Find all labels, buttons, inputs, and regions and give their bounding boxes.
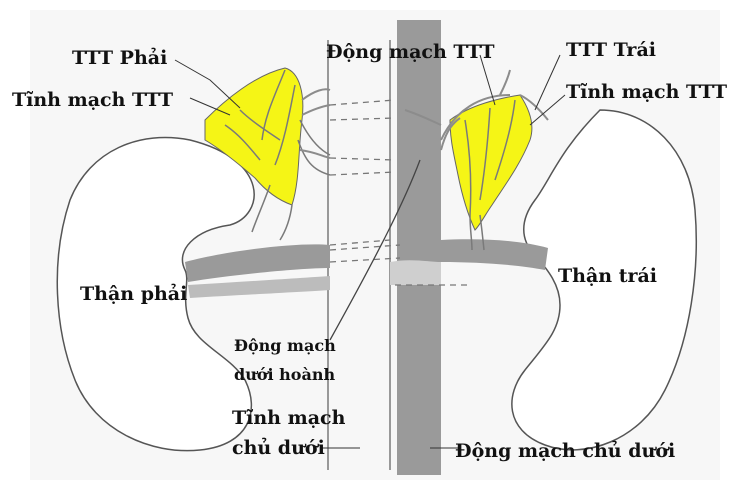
label-tinh-mach-chu-duoi-1: Tĩnh mạch bbox=[232, 407, 346, 429]
label-dong-mach-duoi-hoanh-2: dưới hoành bbox=[234, 365, 335, 384]
label-than-trai: Thận trái bbox=[558, 265, 657, 287]
label-ttt-phai: TTT Phải bbox=[72, 47, 167, 69]
label-than-phai: Thận phải bbox=[80, 283, 187, 305]
renal-vein-crossing bbox=[390, 260, 441, 285]
label-dong-mach-ttt: Động mạch TTT bbox=[326, 41, 494, 63]
label-ttt-trai: TTT Trái bbox=[566, 39, 656, 61]
label-tinh-mach-ttt-right: Tĩnh mạch TTT bbox=[566, 81, 727, 103]
abdominal-aorta bbox=[397, 20, 441, 475]
label-tinh-mach-chu-duoi-2: chủ dưới bbox=[232, 437, 325, 459]
label-dong-mach-duoi-hoanh-1: Động mạch bbox=[234, 336, 336, 355]
label-tinh-mach-ttt-left: Tĩnh mạch TTT bbox=[12, 89, 173, 111]
label-dong-mach-chu-duoi: Động mạch chủ dưới bbox=[455, 440, 675, 462]
